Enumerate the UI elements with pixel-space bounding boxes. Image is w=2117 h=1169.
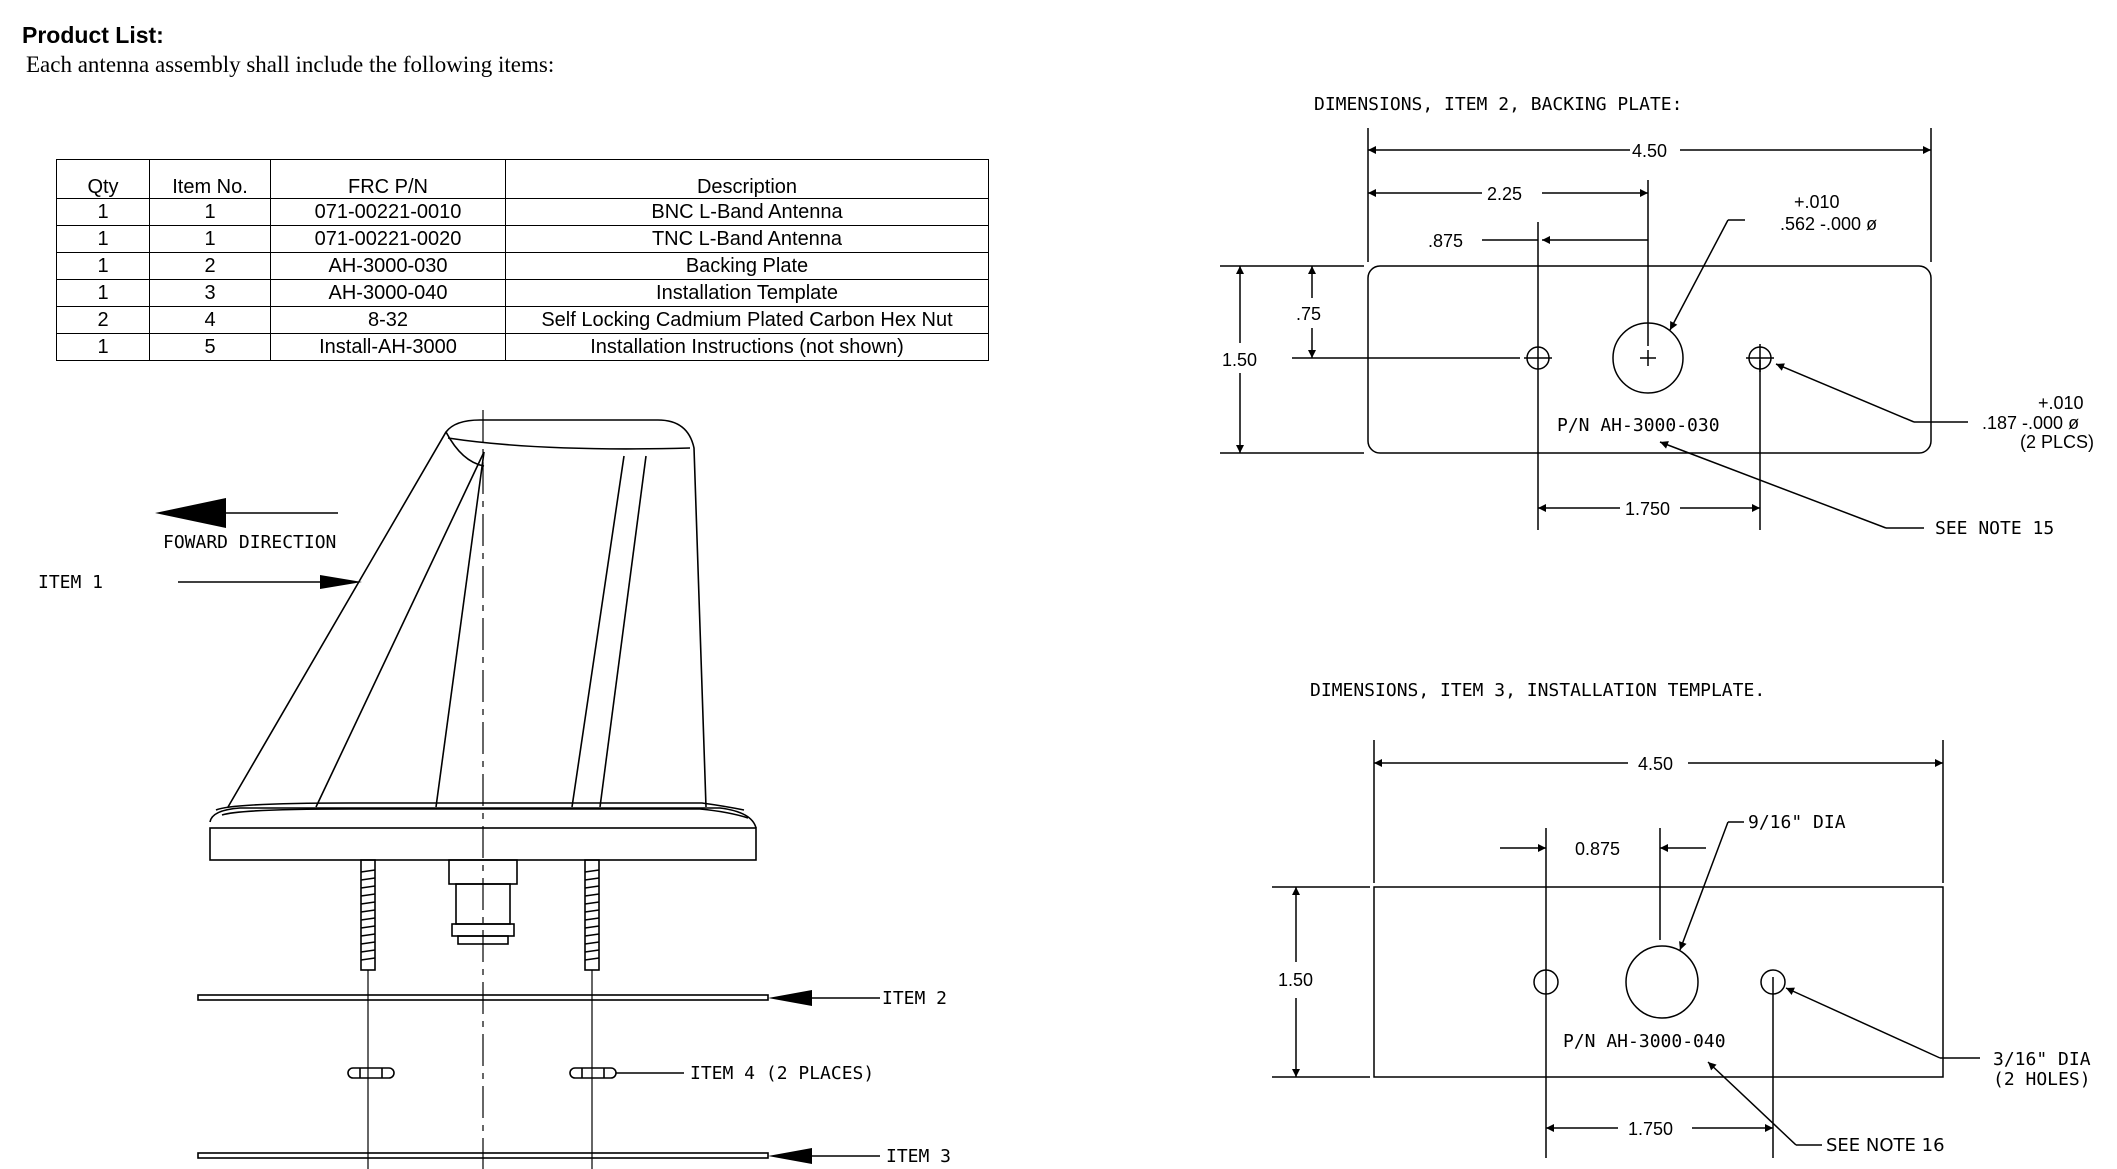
template-outline (1373, 886, 1944, 1078)
template-width-label: 4.50 (1638, 754, 1673, 774)
backing-plate-half-width-label: 2.25 (1487, 184, 1522, 204)
backing-plate-height-label: 1.50 (1222, 350, 1257, 370)
installation-template-drawing (1272, 740, 1980, 1158)
template-title: DIMENSIONS, ITEM 3, INSTALLATION TEMPLAT… (1310, 680, 1765, 701)
backing-plate-drawing (1220, 128, 1968, 530)
table-header-row: Qty Item No. FRC P/N Description (56, 159, 989, 199)
cell-frc-pn: 071-00221-0010 (270, 198, 506, 226)
template-center-dia-label: 9/16" DIA (1748, 812, 1846, 833)
item2-label: ITEM 2 (882, 988, 947, 1009)
template-side-dia-label: 3/16" DIA (1993, 1049, 2091, 1070)
backing-plate-side-tol-plus: +.010 (2038, 393, 2084, 413)
intro-text: Each antenna assembly shall include the … (26, 52, 555, 77)
item4-hex-nuts (347, 1067, 617, 1079)
column-header-frc-pn: FRC P/N (270, 159, 506, 199)
template-side-qty-label: (2 HOLES) (1993, 1069, 2091, 1090)
table-row: 1 1 071-00221-0020 TNC L-Band Antenna (56, 225, 989, 253)
cell-qty: 1 (56, 333, 150, 361)
table-row: 1 2 AH-3000-030 Backing Plate (56, 252, 989, 280)
column-header-qty: Qty (56, 159, 150, 199)
item3-label: ITEM 3 (886, 1146, 951, 1167)
backing-plate-offset-label: .875 (1428, 231, 1463, 251)
cell-qty: 2 (56, 306, 150, 334)
template-hole-spacing-label: 1.750 (1628, 1119, 1673, 1139)
cell-frc-pn: 8-32 (270, 306, 506, 334)
template-note: SEE NOTE 16 (1826, 1135, 1945, 1156)
product-table: Qty Item No. FRC P/N Description 1 1 071… (56, 159, 989, 361)
backing-plate-width-label: 4.50 (1632, 141, 1667, 161)
cell-item-no: 5 (149, 333, 271, 361)
template-side-hole (1760, 969, 1786, 995)
template-side-hole (1533, 969, 1559, 995)
item2-backing-plate-edge (197, 994, 769, 1001)
backing-plate-side-qty: (2 PLCS) (2020, 432, 2094, 452)
cell-description: Installation Instructions (not shown) (505, 333, 989, 361)
backing-plate-part-number: P/N AH-3000-030 (1557, 415, 1720, 436)
threaded-studs (360, 859, 600, 971)
cell-frc-pn: Install-AH-3000 (270, 333, 506, 361)
backing-plate-side-tol: .187 -.000 ø (1982, 413, 2079, 433)
backing-plate-hole-spacing-label: 1.750 (1625, 499, 1670, 519)
page-title: Product List: (22, 22, 164, 48)
backing-plate-center-tol-plus: +.010 (1794, 192, 1840, 212)
table-row: 1 1 071-00221-0010 BNC L-Band Antenna (56, 198, 989, 226)
template-part-number: P/N AH-3000-040 (1563, 1031, 1726, 1052)
backing-plate-outline (1367, 265, 1932, 454)
item3-template-edge (197, 1152, 769, 1159)
backing-plate-title: DIMENSIONS, ITEM 2, BACKING PLATE: (1314, 94, 1682, 115)
backing-plate-note: SEE NOTE 15 (1935, 518, 2054, 539)
cell-item-no: 1 (149, 225, 271, 253)
cell-frc-pn: 071-00221-0020 (270, 225, 506, 253)
forward-direction-label: FOWARD DIRECTION (163, 532, 336, 553)
cell-description: Installation Template (505, 279, 989, 307)
template-height-label: 1.50 (1278, 970, 1313, 990)
cell-item-no: 1 (149, 198, 271, 226)
item4-label: ITEM 4 (2 PLACES) (690, 1063, 874, 1084)
item1-label: ITEM 1 (38, 572, 103, 593)
template-center-hole (1625, 945, 1699, 1019)
forward-arrow (155, 498, 226, 528)
cell-item-no: 3 (149, 279, 271, 307)
cell-item-no: 2 (149, 252, 271, 280)
cell-description: BNC L-Band Antenna (505, 198, 989, 226)
antenna-assembly-drawing (155, 410, 880, 1169)
cell-description: TNC L-Band Antenna (505, 225, 989, 253)
cell-item-no: 4 (149, 306, 271, 334)
cell-qty: 1 (56, 252, 150, 280)
backing-plate-center-tol: .562 -.000 ø (1780, 214, 1877, 234)
template-offset-label: 0.875 (1575, 839, 1620, 859)
table-row: 1 5 Install-AH-3000 Installation Instruc… (56, 333, 989, 361)
backing-plate-half-height-label: .75 (1296, 304, 1321, 324)
column-header-description: Description (505, 159, 989, 199)
backing-plate-center-hole (1612, 322, 1684, 394)
